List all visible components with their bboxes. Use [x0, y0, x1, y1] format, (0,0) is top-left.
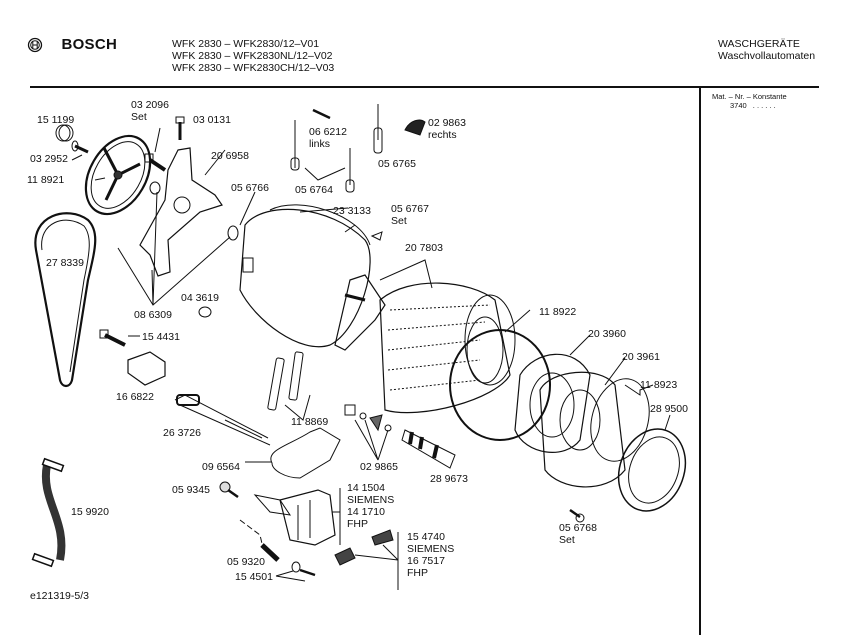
- part-label: 28 9500: [650, 403, 688, 415]
- part-label: 05 6767: [391, 203, 429, 215]
- spring-part: [290, 104, 383, 193]
- header-rule: [30, 86, 819, 88]
- part-label: 20 3960: [588, 328, 626, 340]
- front-shield-part: [514, 353, 591, 453]
- part-label: 15 4740: [407, 531, 445, 543]
- category-title: WASCHGERÄTE: [718, 38, 800, 50]
- part-label: 03 2096: [131, 99, 169, 111]
- carbon-brush-part: [334, 529, 399, 566]
- temperature-sensor-part: [401, 429, 456, 469]
- part-label: 03 0131: [193, 114, 231, 126]
- part-label: 15 9920: [71, 506, 109, 518]
- part-label: 02 9865: [360, 461, 398, 473]
- front-panel-part: [539, 371, 626, 488]
- category-block: WASCHGERÄTE Waschvollautomaten: [718, 38, 815, 62]
- part-label: 05 6766: [231, 182, 269, 194]
- part-note: rechts: [428, 129, 457, 141]
- motor-part: [253, 489, 336, 546]
- material-constant-label: Mat. – Nr. – Konstante: [712, 92, 787, 101]
- part-note: links: [309, 138, 331, 150]
- part-label: 05 6764: [295, 184, 333, 196]
- part-label: 05 9345: [172, 484, 210, 496]
- part-label: 16 6822: [116, 391, 154, 403]
- part-label: 20 6958: [211, 150, 249, 162]
- part-label: 15 4431: [142, 331, 180, 343]
- part-label: 16 7517: [407, 555, 445, 567]
- part-label: 11 8922: [539, 306, 577, 318]
- heater-part: [174, 394, 271, 446]
- cover-part: [127, 351, 166, 386]
- model-line: WFK 2830 – WFK2830CH/12–V03: [172, 62, 335, 74]
- part-label: 27 8339: [46, 257, 84, 269]
- part-label: 23 3133: [333, 205, 371, 217]
- part-label: 20 7803: [405, 242, 443, 254]
- bearing-bracket-part: [139, 147, 223, 277]
- part-label: 15 1199: [37, 114, 75, 126]
- wash-drum-part: [379, 282, 516, 414]
- part-label: 20 3961: [622, 351, 660, 363]
- part-label: 03 2952: [30, 153, 68, 165]
- part-note: SIEMENS: [347, 494, 395, 506]
- material-constant: Mat. – Nr. – Konstante 3740 . . . . . .: [712, 92, 787, 110]
- category-subtitle: Waschvollautomaten: [718, 50, 816, 62]
- bosch-armature-icon: [27, 37, 43, 52]
- part-label: 05 6765: [378, 158, 416, 170]
- part-note: Set: [131, 111, 147, 123]
- part-label: 11 8923: [640, 379, 678, 391]
- part-label: 26 3726: [163, 427, 201, 439]
- part-label: 28 9673: [430, 473, 468, 485]
- part-note: Set: [559, 534, 575, 546]
- model-line: WFK 2830 – WFK2830/12–V01: [172, 38, 320, 50]
- part-label: 14 1504: [347, 482, 385, 494]
- model-line: WFK 2830 – WFK2830NL/12–V02: [172, 50, 333, 62]
- part-label: 06 6212: [309, 126, 347, 138]
- shock-absorber-part: [267, 351, 311, 421]
- part-label: 11 8921: [27, 174, 65, 186]
- part-label: 08 6309: [134, 309, 172, 321]
- ribbon-cable-part: [31, 457, 66, 568]
- brand-name: BOSCH: [61, 36, 118, 54]
- part-label: 09 6564: [202, 461, 240, 473]
- part-label: 05 6768: [559, 522, 597, 534]
- drum-pulley-part: [84, 134, 152, 216]
- part-note: Set: [391, 215, 407, 227]
- part-label: 11 8869: [291, 416, 329, 428]
- part-label: 14 1710: [347, 506, 385, 518]
- material-constant-value: 3740: [730, 101, 747, 110]
- drawing-id: e121319-5/3: [30, 590, 89, 602]
- pulley-cap-part: [55, 124, 89, 154]
- part-label: 15 4501: [235, 571, 273, 583]
- part-note: SIEMENS: [407, 543, 455, 555]
- door-seal-part: [617, 428, 687, 512]
- model-list: WFK 2830 – WFK2830/12–V01 WFK 2830 – WFK…: [172, 38, 334, 74]
- part-label: 04 3619: [181, 292, 219, 304]
- part-note: FHP: [407, 567, 428, 579]
- drive-belt-part: [34, 212, 97, 388]
- part-label: 05 9320: [227, 556, 265, 568]
- rear-tub-part: [239, 204, 371, 348]
- part-label: 02 9863: [428, 117, 466, 129]
- material-constant-dots: . . . . . .: [752, 101, 776, 110]
- part-note: FHP: [347, 518, 368, 530]
- bosch-logo: BOSCH: [27, 36, 117, 54]
- side-panel-divider: [699, 88, 701, 635]
